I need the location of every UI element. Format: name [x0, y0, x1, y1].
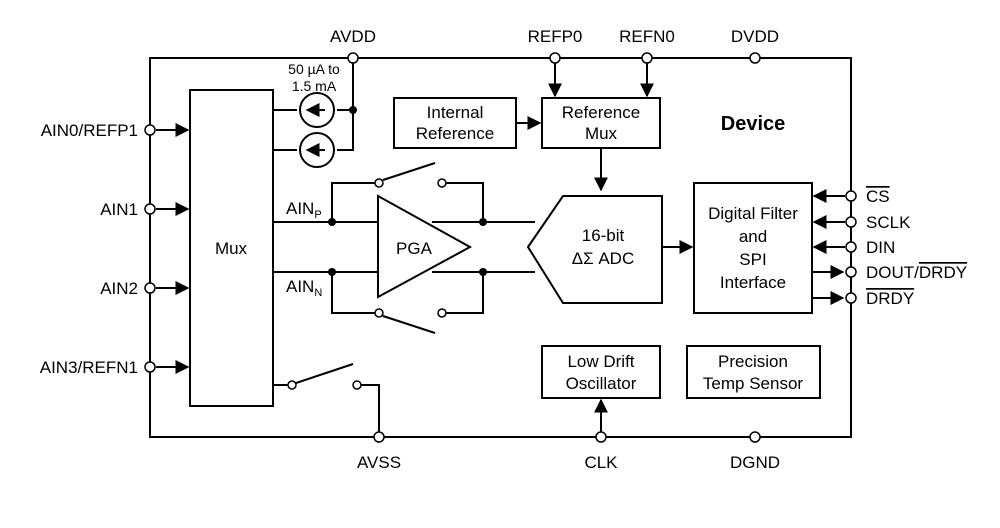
ain0-label: AIN0/REFP1	[41, 121, 138, 140]
pin-ain2	[144, 282, 156, 294]
internal-ref-line1: Internal	[427, 103, 484, 122]
dgnd-label: DGND	[730, 453, 780, 472]
digital-line3: SPI	[739, 250, 766, 269]
mux-block	[189, 89, 274, 407]
avdd-label: AVDD	[330, 27, 376, 46]
temp-line1: Precision	[718, 352, 788, 371]
clk-label: CLK	[584, 453, 618, 472]
pin-refp0	[549, 52, 561, 64]
reference-mux-block	[541, 97, 661, 149]
digital-line4: Interface	[720, 273, 786, 292]
adc-line1: 16-bit	[582, 226, 625, 245]
current-source-label-2: 1.5 mA	[292, 78, 337, 94]
pin-drdy	[845, 292, 857, 304]
pin-ain3	[144, 361, 156, 373]
internal-ref-line2: Reference	[416, 124, 494, 143]
dvdd-label: DVDD	[731, 27, 779, 46]
pin-dgnd	[749, 431, 761, 443]
cs-label: CS	[866, 187, 890, 206]
refn0-label: REFN0	[619, 27, 675, 46]
sclk-label: SCLK	[866, 213, 911, 232]
pin-din	[845, 241, 857, 253]
temp-sensor-block	[686, 345, 821, 399]
ref-mux-line2: Mux	[585, 124, 618, 143]
adc-block	[526, 195, 663, 304]
current-source-label-1: 50 µA to	[288, 61, 340, 77]
drdy-label: DRDY	[866, 289, 914, 308]
digital-line1: Digital Filter	[708, 204, 798, 223]
din-label: DIN	[866, 238, 895, 257]
ref-mux-line1: Reference	[562, 103, 640, 122]
ain1-label: AIN1	[100, 200, 138, 219]
pin-ain1	[144, 203, 156, 215]
device-title: Device	[721, 113, 786, 135]
pin-sclk	[845, 216, 857, 228]
osc-line2: Oscillator	[566, 374, 637, 393]
pga-triangle	[377, 194, 473, 299]
ain2-label: AIN2	[100, 279, 138, 298]
pin-ain0	[144, 124, 156, 136]
ain3-label: AIN3/REFN1	[40, 358, 138, 377]
adc-line2: ΔΣ ADC	[572, 249, 634, 268]
avss-label: AVSS	[357, 453, 401, 472]
ainp-label: AINP	[286, 199, 322, 221]
oscillator-block	[541, 345, 661, 399]
pin-dvdd	[749, 52, 761, 64]
temp-line2: Temp Sensor	[703, 374, 803, 393]
pga-label: PGA	[396, 239, 433, 258]
pin-avss	[373, 431, 385, 443]
pin-clk	[595, 431, 607, 443]
digital-filter-block	[693, 182, 813, 314]
digital-line2: and	[739, 227, 767, 246]
internal-reference-block	[393, 97, 517, 149]
pin-cs	[845, 190, 857, 202]
ainn-label: AINN	[286, 277, 322, 299]
pin-avdd	[347, 52, 359, 64]
pin-dout	[845, 266, 857, 278]
pin-refn0	[641, 52, 653, 64]
mux-label: Mux	[215, 239, 248, 258]
dout-label: DOUT/DRDY	[866, 263, 967, 282]
osc-line1: Low Drift	[567, 352, 634, 371]
refp0-label: REFP0	[528, 27, 583, 46]
